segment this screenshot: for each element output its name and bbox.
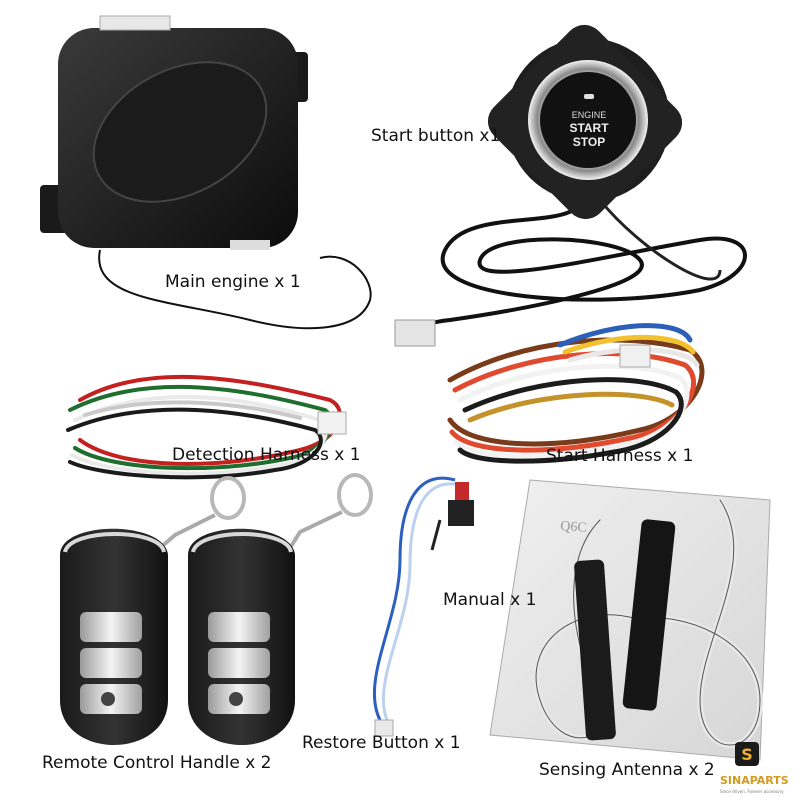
restore-button-wire [372,476,474,737]
brand-name: SINAPARTS [720,774,789,787]
start-stop-button: ENGINE START STOP [394,24,747,347]
button-face-line-2: START [569,121,609,135]
svg-text:S: S [741,745,753,764]
caption-start-button: Start button x1 [371,126,501,146]
remote-key-fob-2 [188,473,373,745]
detection-harness [66,374,347,480]
caption-remote-control: Remote Control Handle x 2 [42,753,272,773]
sensing-antennas [533,497,764,748]
button-face-line-3: STOP [573,135,605,149]
caption-sensing-antenna: Sensing Antenna x 2 [539,760,715,780]
caption-detection-harness: Detection Harness x 1 [172,445,361,465]
caption-start-harness: Start Harness x 1 [546,446,694,466]
caption-restore-button: Restore Button x 1 [302,733,461,753]
caption-main-engine: Main engine x 1 [165,272,301,292]
remote-key-fob-1 [60,476,246,745]
manual-cover-text: Q6C [560,519,587,536]
brand-tagline: Since driven. Forever accessory [720,789,784,794]
main-engine-module [40,15,372,330]
caption-manual: Manual x 1 [443,590,537,610]
start-harness [447,323,705,464]
brand-watermark: S SINAPARTS Since driven. Forever access… [720,742,789,794]
button-face-line-1: ENGINE [572,110,607,120]
